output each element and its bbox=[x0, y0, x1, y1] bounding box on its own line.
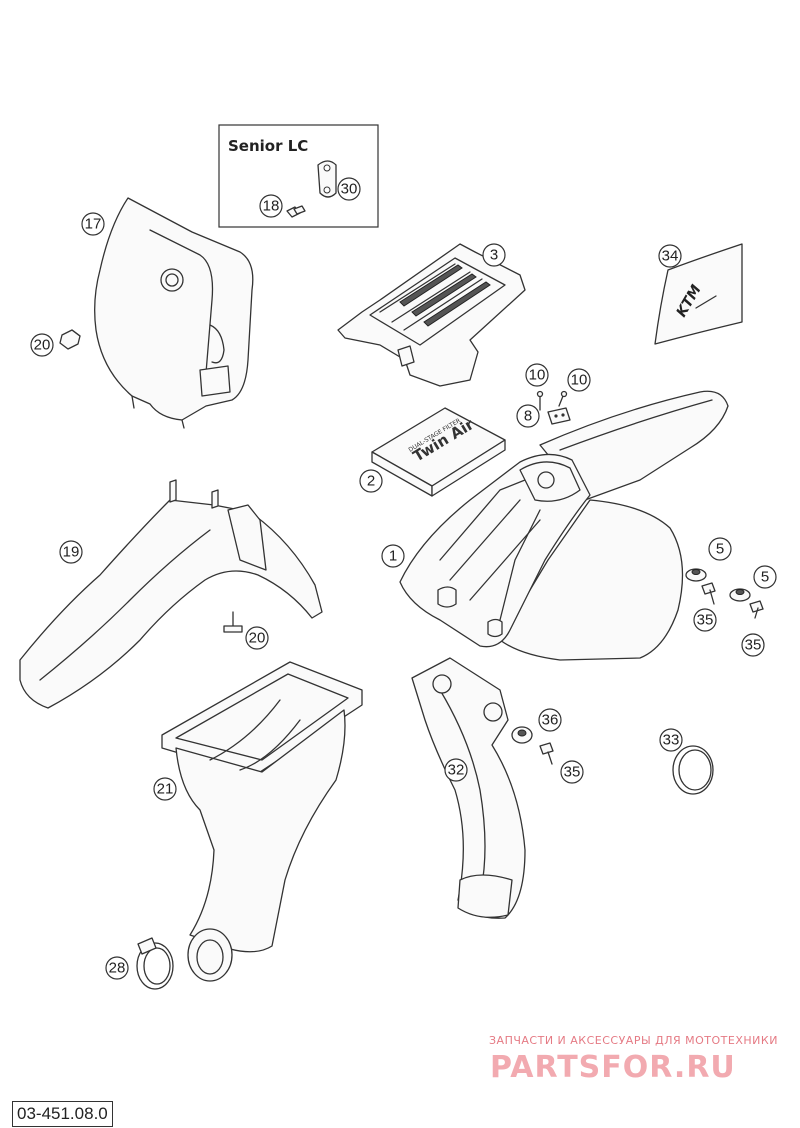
svg-text:3: 3 bbox=[490, 247, 498, 264]
sticker-34: KTM bbox=[654, 243, 743, 345]
callout-10-b: 10 bbox=[567, 368, 591, 392]
svg-text:18: 18 bbox=[263, 198, 280, 215]
watermark-tagline: ЗАПЧАСТИ И АКСЕССУАРЫ ДЛЯ МОТОТЕХНИКИ bbox=[489, 1034, 778, 1047]
bracket-plate-30 bbox=[317, 160, 337, 198]
inlet-tube-32 bbox=[411, 657, 526, 919]
callout-35-b: 35 bbox=[741, 633, 765, 657]
svg-text:35: 35 bbox=[745, 637, 762, 654]
svg-text:36: 36 bbox=[542, 712, 559, 729]
svg-text:1: 1 bbox=[389, 548, 397, 565]
svg-text:32: 32 bbox=[448, 762, 465, 779]
airbox-cover-3 bbox=[337, 243, 526, 387]
callout-5-b: 5 bbox=[753, 565, 777, 589]
callout-19: 19 bbox=[59, 540, 83, 564]
callout-36: 36 bbox=[538, 708, 562, 732]
watermark-brand: PARTSFOR.RU bbox=[490, 1050, 736, 1085]
number-plate-17 bbox=[94, 197, 254, 429]
screw-10-b bbox=[558, 390, 568, 407]
callout-1: 1 bbox=[381, 544, 405, 568]
svg-text:19: 19 bbox=[63, 544, 80, 561]
svg-text:10: 10 bbox=[571, 372, 588, 389]
svg-text:17: 17 bbox=[85, 216, 102, 233]
callout-30: 30 bbox=[337, 177, 361, 201]
callout-35-a: 35 bbox=[693, 608, 717, 632]
svg-text:2: 2 bbox=[367, 473, 375, 490]
band-clamp-33 bbox=[672, 745, 714, 795]
callout-2: 2 bbox=[359, 469, 383, 493]
bracket-8 bbox=[547, 407, 571, 425]
front-fender-19 bbox=[19, 479, 323, 709]
watermark: ЗАПЧАСТИ И АКСЕССУАРЫ ДЛЯ МОТОТЕХНИКИ PA… bbox=[489, 1034, 778, 1085]
callout-33: 33 bbox=[659, 728, 683, 752]
svg-text:21: 21 bbox=[157, 781, 174, 798]
hose-clamp-28 bbox=[136, 937, 174, 990]
bolt-35-b bbox=[749, 600, 764, 619]
callout-8: 8 bbox=[516, 404, 540, 428]
callout-17: 17 bbox=[81, 212, 105, 236]
callout-20-lower: 20 bbox=[245, 626, 269, 650]
svg-text:10: 10 bbox=[529, 367, 546, 384]
inset-title: Senior LC bbox=[228, 137, 308, 155]
bolt-35-a bbox=[701, 582, 716, 605]
air-boot-21 bbox=[161, 661, 363, 982]
air-filter-2: Twin Air DUAL-STAGE FILTER bbox=[371, 407, 506, 497]
bolt-18 bbox=[286, 205, 306, 218]
svg-text:35: 35 bbox=[564, 764, 581, 781]
callout-18: 18 bbox=[259, 194, 283, 218]
svg-text:20: 20 bbox=[249, 630, 266, 647]
svg-text:34: 34 bbox=[662, 248, 679, 265]
callout-10-a: 10 bbox=[525, 363, 549, 387]
svg-text:35: 35 bbox=[697, 612, 714, 629]
callout-20-upper: 20 bbox=[30, 333, 54, 357]
grommet-5-b bbox=[729, 588, 751, 602]
grommet-36 bbox=[511, 726, 533, 744]
senior-lc-inset: Senior LC bbox=[218, 124, 379, 228]
bolt-35-c bbox=[539, 742, 554, 765]
callout-35-c: 35 bbox=[560, 760, 584, 784]
callout-32: 32 bbox=[444, 758, 468, 782]
screw-10-a bbox=[536, 390, 544, 411]
callout-3: 3 bbox=[482, 243, 506, 267]
svg-text:30: 30 bbox=[341, 181, 358, 198]
svg-text:28: 28 bbox=[109, 960, 126, 977]
grommet-5-a bbox=[685, 568, 707, 582]
svg-text:5: 5 bbox=[716, 541, 724, 558]
bolt-20-lower bbox=[223, 611, 243, 633]
callout-5-a: 5 bbox=[708, 537, 732, 561]
callout-28: 28 bbox=[105, 956, 129, 980]
svg-text:33: 33 bbox=[663, 732, 680, 749]
callout-34: 34 bbox=[658, 244, 682, 268]
svg-text:5: 5 bbox=[761, 569, 769, 586]
svg-text:20: 20 bbox=[34, 337, 51, 354]
svg-text:8: 8 bbox=[524, 408, 532, 425]
rear-fender-1 bbox=[399, 390, 729, 661]
bolt-20-upper bbox=[59, 329, 81, 350]
callout-21: 21 bbox=[153, 777, 177, 801]
diagram-reference-code: 03-451.08.0 bbox=[12, 1101, 113, 1127]
